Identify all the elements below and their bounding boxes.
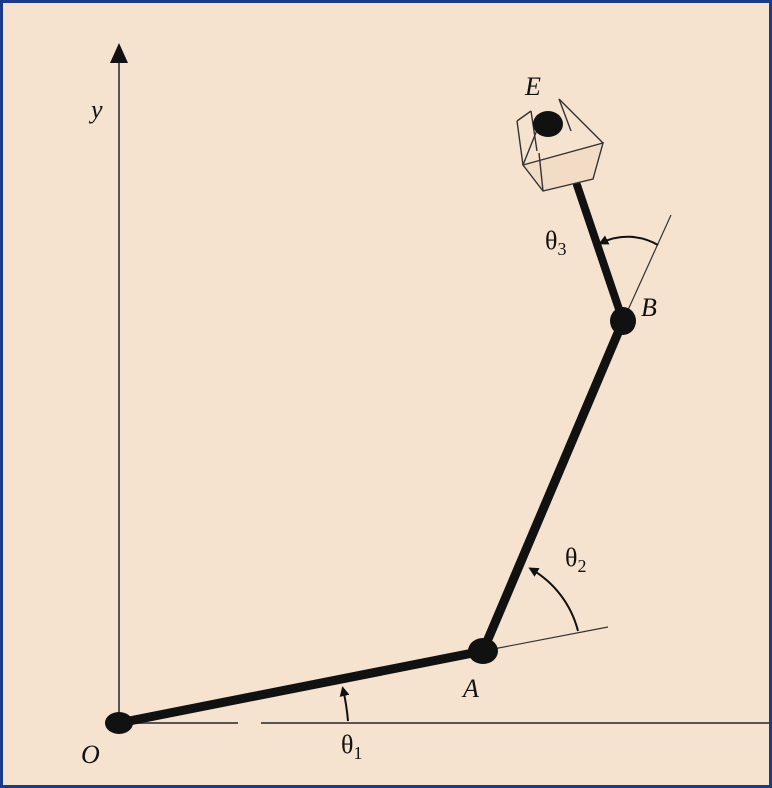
end-effector-object: [533, 111, 563, 137]
joint-b-label: B: [641, 293, 657, 322]
theta2-arc: [528, 567, 579, 632]
theta1-symbol: θ: [341, 730, 353, 759]
theta3-reference-line: [622, 214, 672, 322]
theta2-symbol: θ: [565, 543, 577, 572]
link-oa: [114, 646, 488, 728]
gripper: [516, 98, 605, 192]
theta3-symbol: θ: [545, 226, 557, 255]
theta1-arc: [339, 686, 350, 722]
robot-arm-diagram: y O A B E θ1 θ2 θ3: [81, 43, 769, 769]
theta3-arc: [598, 235, 659, 246]
link-be: [573, 181, 627, 325]
joint-o: [105, 712, 133, 734]
theta1-subscript: 1: [353, 743, 362, 763]
link-ab: [478, 316, 628, 656]
joint-a-label: A: [461, 674, 479, 703]
theta1-label: θ1: [341, 730, 362, 763]
theta3-subscript: 3: [557, 239, 566, 259]
theta2-reference-line: [482, 626, 609, 652]
joint-a: [468, 638, 498, 664]
theta2-subscript: 2: [577, 556, 586, 576]
y-axis-arrowhead: [110, 43, 128, 63]
origin-label: O: [81, 740, 100, 769]
y-axis-label: y: [88, 95, 103, 124]
theta2-label: θ2: [565, 543, 586, 576]
joint-b: [610, 307, 636, 335]
end-effector-label: E: [524, 72, 541, 101]
theta3-label: θ3: [545, 226, 566, 259]
